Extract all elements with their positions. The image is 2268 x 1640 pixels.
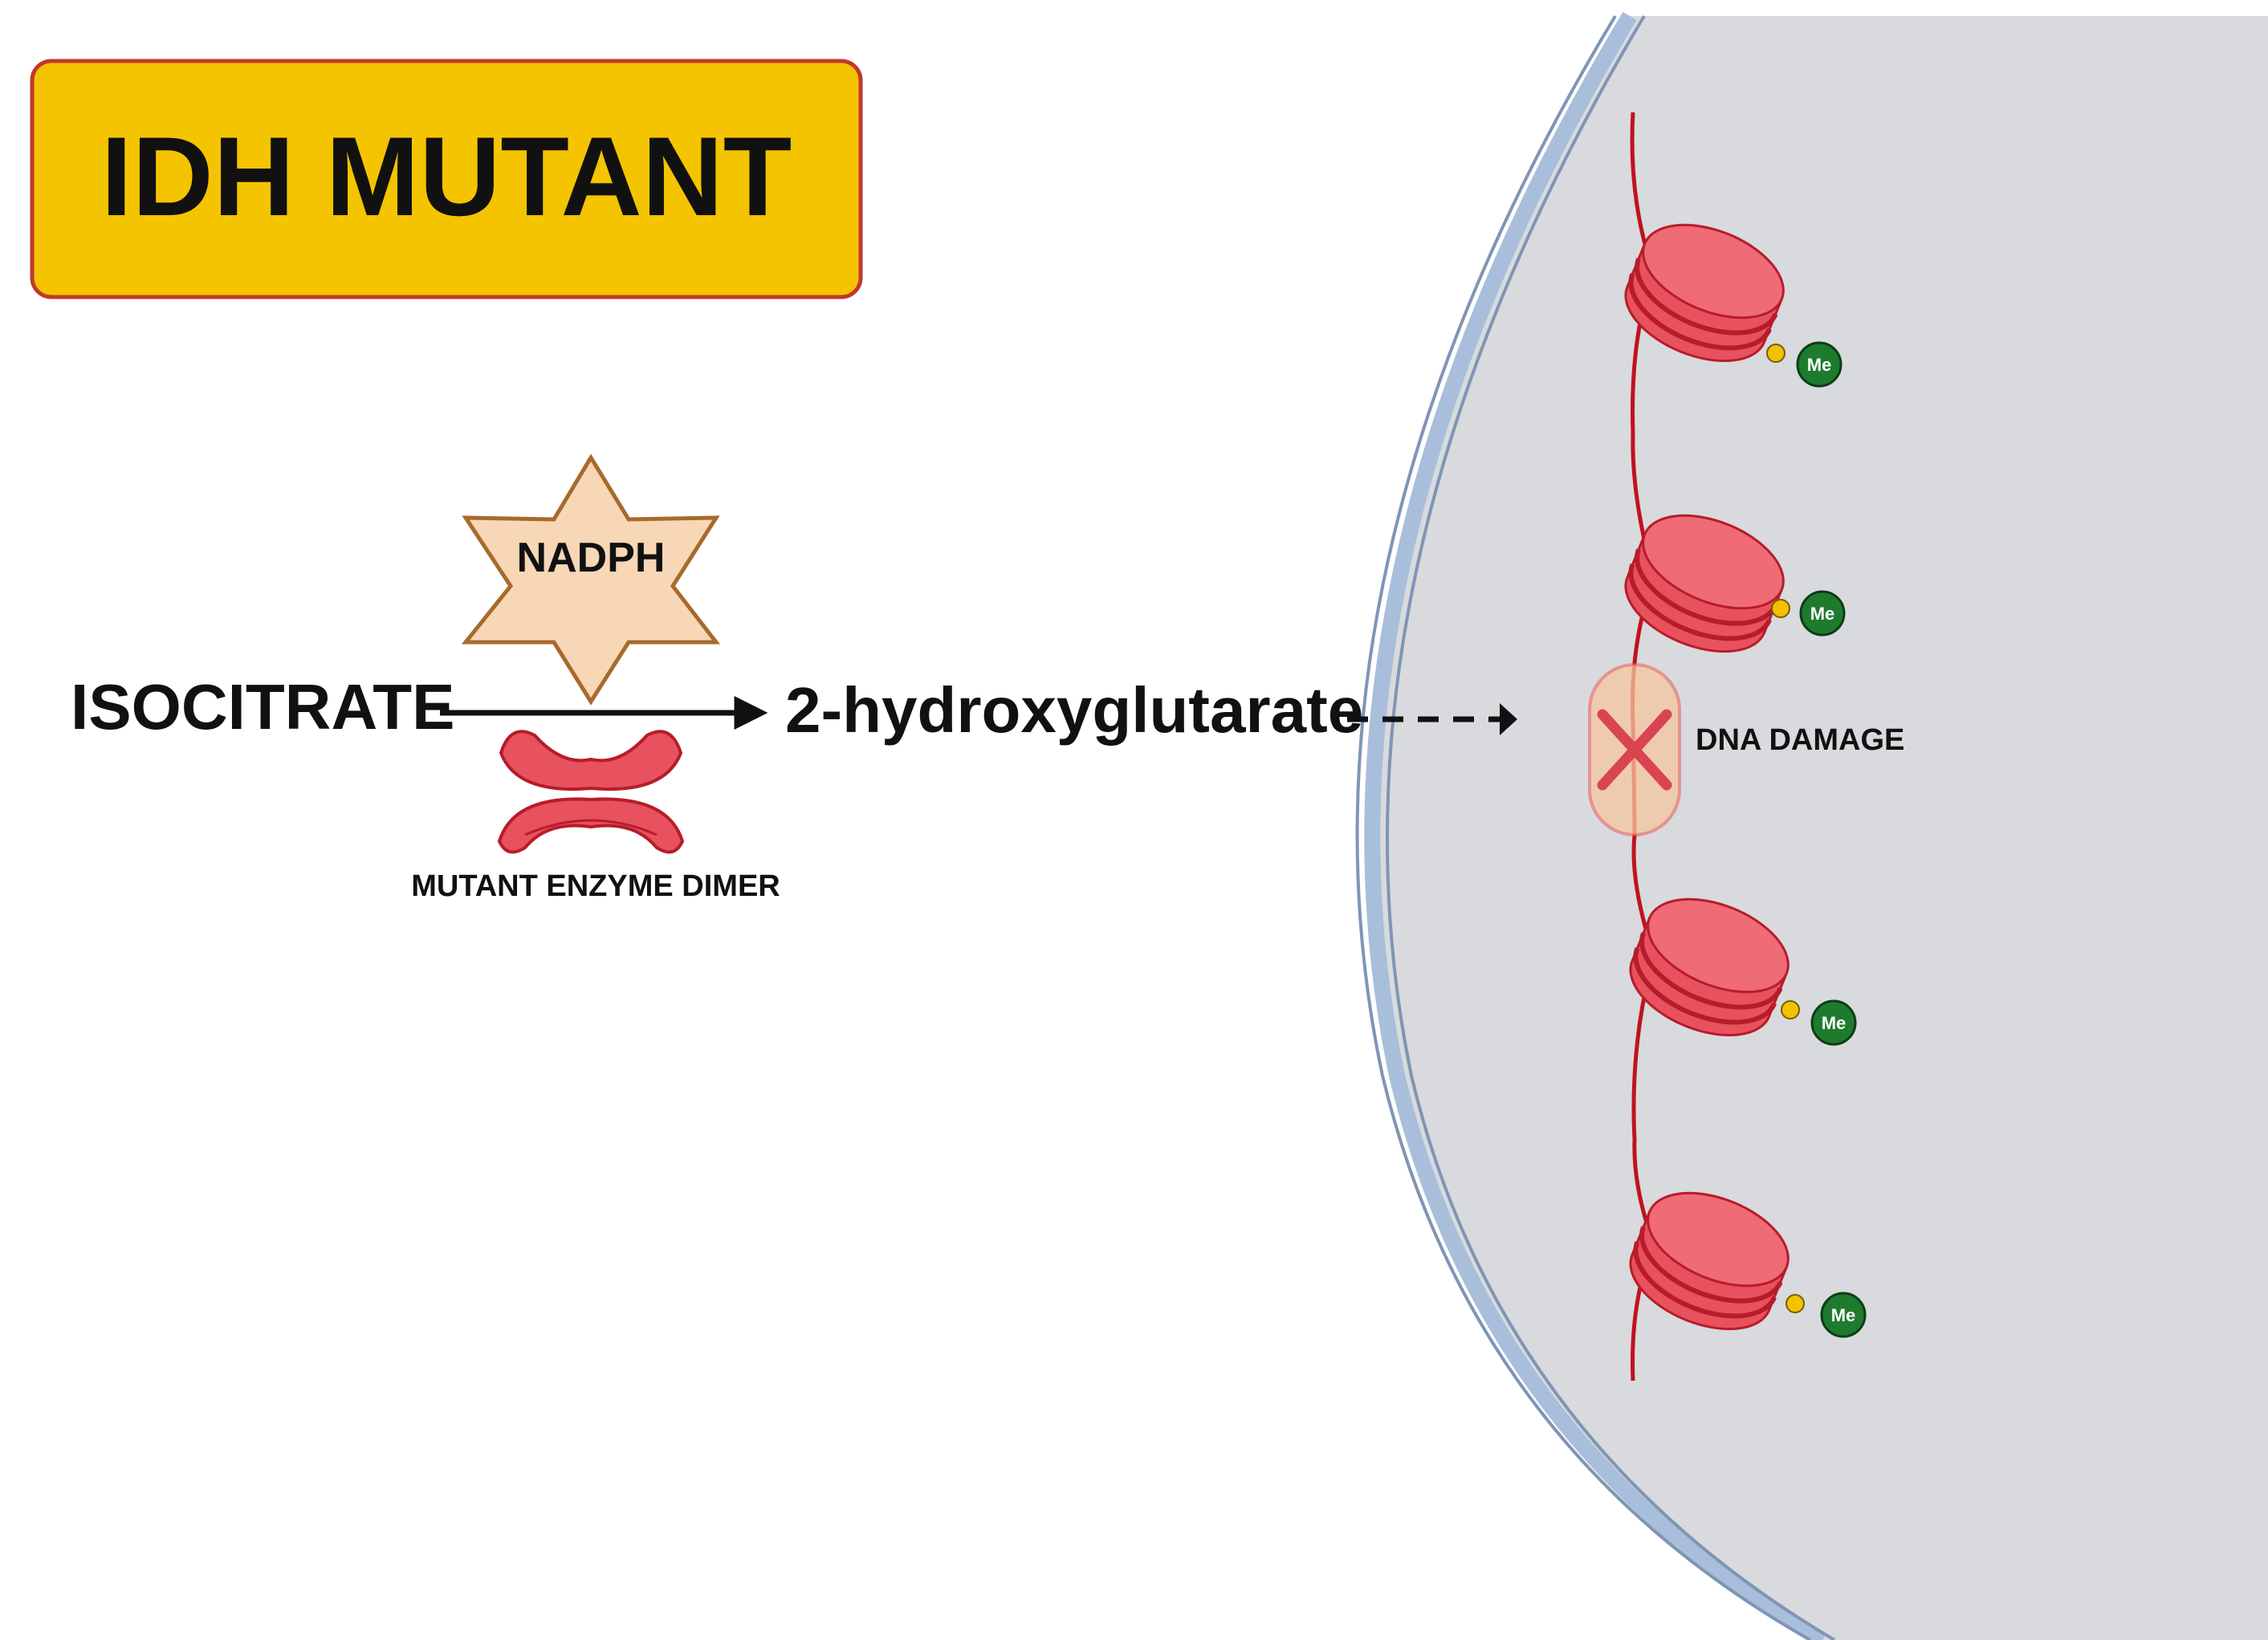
dashed-arrow-head <box>1500 703 1517 735</box>
nucleosome-top <box>1647 1191 1790 1288</box>
nucleosome <box>1624 514 1785 653</box>
methyl-link-dot <box>1785 1294 1805 1313</box>
enzyme-label: MUTANT ENZYME DIMER <box>411 869 780 903</box>
damage-label: DNA DAMAGE <box>1696 723 1904 757</box>
nucleosome-dna-wrap <box>1639 932 1783 1010</box>
dna-damage-marker <box>1588 663 1681 836</box>
nucleosome-dna-wrap <box>1628 273 1772 351</box>
star-shape <box>461 454 721 706</box>
title-banner: IDH MUTANT <box>30 59 863 299</box>
reaction: ISOCITRATE NADPH MUTANT ENZYME DIMER 2-h… <box>71 454 1517 903</box>
nucleosome-top <box>1642 514 1785 610</box>
nucleosome-dna-wrap <box>1633 947 1777 1025</box>
methyl-group-icon <box>1820 1292 1867 1338</box>
nucleus-interior <box>1372 16 2268 1640</box>
methyl-label: Me <box>1810 604 1835 624</box>
damage-x-icon-stroke-2 <box>1597 709 1672 791</box>
methyl-label: Me <box>1807 355 1832 375</box>
substrate-label: ISOCITRATE <box>71 671 455 743</box>
title-box <box>30 59 863 299</box>
methyl-link-dot <box>1771 599 1790 618</box>
cofactor-label: NADPH <box>517 535 666 581</box>
nucleosome-dna-wrap <box>1633 1241 1777 1319</box>
nucleosome <box>1629 1191 1790 1331</box>
nucleosome-dna-wrap <box>1639 1226 1783 1304</box>
nadph-star: NADPH <box>461 454 721 706</box>
nucleus <box>1355 11 2268 1640</box>
methyl-label: Me <box>1822 1013 1847 1033</box>
nucleosome <box>1629 897 1790 1037</box>
methyl-link-dot <box>1766 344 1785 363</box>
enzyme-dimer-icon <box>497 730 685 854</box>
nucleosome-top <box>1647 897 1790 994</box>
methyl-label: Me <box>1831 1305 1856 1325</box>
enzyme-bottom-inner-line <box>524 819 658 836</box>
nucleosome <box>1624 223 1785 363</box>
enzyme-bottom-subunit <box>497 797 685 854</box>
methyl-link-dot <box>1781 1000 1800 1019</box>
methyl-group-icon <box>1799 590 1846 637</box>
nucleosome-dna-wrap <box>1635 548 1778 626</box>
title-text: IDH MUTANT <box>101 113 792 239</box>
nuclear-membrane-inner-line <box>1385 14 1836 1640</box>
nucleosome-dna-wrap <box>1628 564 1772 641</box>
nuclear-membrane-outer-line <box>1355 14 1811 1640</box>
nucleosome-dna-wrap <box>1635 258 1778 336</box>
product-label: 2-hydroxyglutarate <box>785 674 1363 746</box>
nuclear-membrane-outer <box>1364 11 1827 1640</box>
enzyme-top-subunit <box>499 730 683 791</box>
methyl-group-icon <box>1810 999 1857 1046</box>
methyl-group-icon <box>1796 341 1842 388</box>
nucleosome-top <box>1642 223 1785 319</box>
